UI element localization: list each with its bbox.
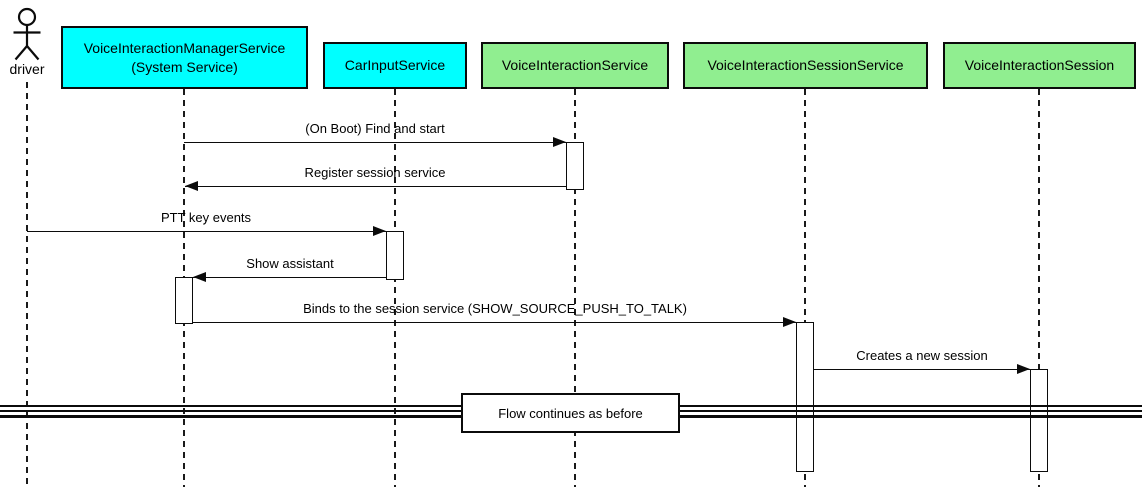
message-creates-new-session-line xyxy=(814,369,1030,370)
message-on-boot-find-and-start-label: (On Boot) Find and start xyxy=(305,121,445,136)
arrowhead-right-icon xyxy=(553,137,566,147)
participant-label: CarInputService xyxy=(344,57,446,74)
message-show-assistant-label: Show assistant xyxy=(246,256,334,271)
participant-voice-interaction-session: VoiceInteractionSession xyxy=(943,42,1136,89)
activation-voice-interaction-service xyxy=(566,142,584,190)
activation-voice-interaction-session xyxy=(1030,369,1048,472)
lifeline-voice-interaction-session-service xyxy=(804,89,806,487)
actor-label: driver xyxy=(9,61,45,77)
message-binds-to-session-service-label: Binds to the session service (SHOW_SOURC… xyxy=(303,301,687,316)
lifeline-voice-interaction-session xyxy=(1038,89,1040,487)
participant-voice-interaction-service: VoiceInteractionService xyxy=(481,42,669,89)
divider-label: Flow continues as before xyxy=(498,405,643,421)
lifeline-car-input-service xyxy=(394,89,396,487)
participant-label: VoiceInteractionSessionService xyxy=(707,57,904,74)
participant-voice-interaction-session-service: VoiceInteractionSessionService xyxy=(683,42,928,89)
message-register-session-service-line xyxy=(185,186,566,187)
arrowhead-right-icon xyxy=(373,226,386,236)
activation-voice-interaction-session-service xyxy=(796,322,814,472)
message-ptt-key-events-label: PTT key events xyxy=(160,210,252,225)
arrowhead-left-icon xyxy=(193,272,206,282)
message-binds-to-session-service-line xyxy=(193,322,796,323)
participant-car-input-service: CarInputService xyxy=(323,42,467,89)
arrowhead-right-icon xyxy=(783,317,796,327)
message-creates-new-session-label: Creates a new session xyxy=(856,348,988,363)
actor-driver xyxy=(12,6,42,62)
arrowhead-left-icon xyxy=(185,181,198,191)
participant-voice-interaction-manager-service: VoiceInteractionManagerService (System S… xyxy=(61,26,308,89)
lifeline-voice-interaction-service xyxy=(574,89,576,487)
message-ptt-key-events-line xyxy=(27,231,386,232)
stick-figure-icon xyxy=(13,7,41,61)
message-on-boot-find-and-start-line xyxy=(184,142,566,143)
divider-label-box: Flow continues as before xyxy=(461,393,680,433)
lifeline-driver xyxy=(26,82,28,487)
arrowhead-right-icon xyxy=(1017,364,1030,374)
activation-voice-interaction-manager-service xyxy=(175,277,193,324)
message-show-assistant-line xyxy=(193,277,386,278)
participant-label: VoiceInteractionManagerService xyxy=(83,40,286,57)
activation-car-input-service xyxy=(386,231,404,280)
participant-sublabel: (System Service) xyxy=(131,58,238,75)
message-register-session-service-label: Register session service xyxy=(304,165,446,180)
participant-label: VoiceInteractionService xyxy=(501,57,649,74)
participant-label: VoiceInteractionSession xyxy=(964,57,1115,74)
